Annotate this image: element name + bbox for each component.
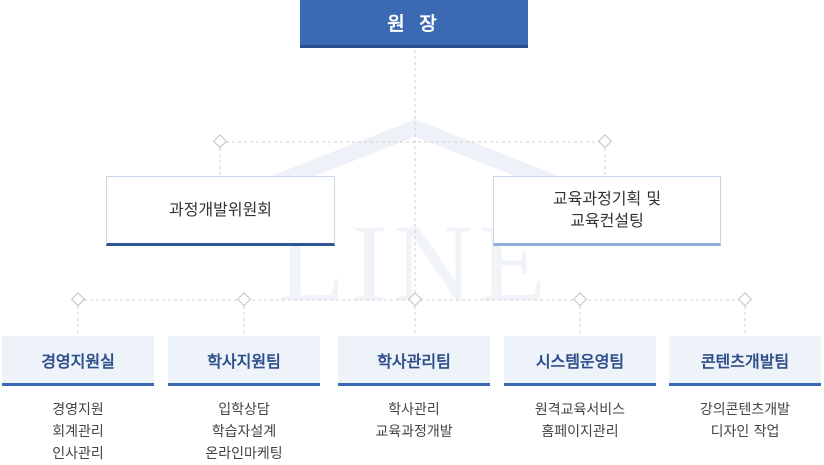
team-name: 학사지원팀: [207, 351, 281, 371]
team-name: 시스템운영팀: [535, 351, 625, 371]
team-duties: 경영지원 회계관리 인사관리: [2, 399, 154, 465]
team-duties: 강의콘텐츠개발 디자인 작업: [669, 399, 821, 443]
committee-label: 과정개발위원회: [168, 200, 273, 219]
committee-label-line1: 교육과정기획 및: [552, 189, 662, 208]
node-diamond: [597, 134, 613, 149]
team-name: 학사관리팀: [377, 351, 451, 371]
team-name: 콘텐츠개발팀: [700, 351, 790, 371]
team-duties: 학사관리 교육과정개발: [338, 399, 490, 443]
node-diamond: [737, 292, 753, 307]
node-diamond: [70, 292, 86, 307]
team-academic-management: 학사관리팀: [338, 336, 490, 386]
node-diamond: [407, 292, 423, 307]
team-duties: 입학상담 학습자설계 온라인마케팅: [168, 399, 320, 465]
duty-item: 인사관리: [52, 446, 104, 462]
team-name: 경영지원실: [41, 351, 115, 371]
node-diamond: [572, 292, 588, 307]
duty-item: 경영지원: [52, 402, 104, 418]
committee-planning-consulting: 교육과정기획 및 교육컨설팅: [493, 176, 721, 246]
director-box: 원 장: [300, 0, 528, 48]
duty-item: 원격교육서비스: [534, 402, 626, 418]
duty-item: 학사관리: [388, 402, 440, 418]
team-system-operations: 시스템운영팀: [504, 336, 656, 386]
node-diamond: [212, 134, 228, 149]
duty-item: 온라인마케팅: [205, 446, 283, 462]
team-content-development: 콘텐츠개발팀: [669, 336, 821, 386]
node-diamond: [236, 292, 252, 307]
duty-item: 회계관리: [52, 424, 104, 440]
duty-item: 입학상담: [218, 402, 270, 418]
team-management-support: 경영지원실: [2, 336, 154, 386]
committee-curriculum-development: 과정개발위원회: [106, 176, 335, 246]
committee-label-line2: 교육컨설팅: [570, 211, 644, 230]
duty-item: 강의콘텐츠개발: [699, 402, 791, 418]
team-duties: 원격교육서비스 홈페이지관리: [504, 399, 656, 443]
duty-item: 홈페이지관리: [541, 424, 619, 440]
duty-item: 학습자설계: [211, 424, 277, 440]
duty-item: 디자인 작업: [710, 424, 780, 440]
duty-item: 교육과정개발: [375, 424, 453, 440]
director-label: 원 장: [387, 13, 441, 35]
team-academic-support: 학사지원팀: [168, 336, 320, 386]
